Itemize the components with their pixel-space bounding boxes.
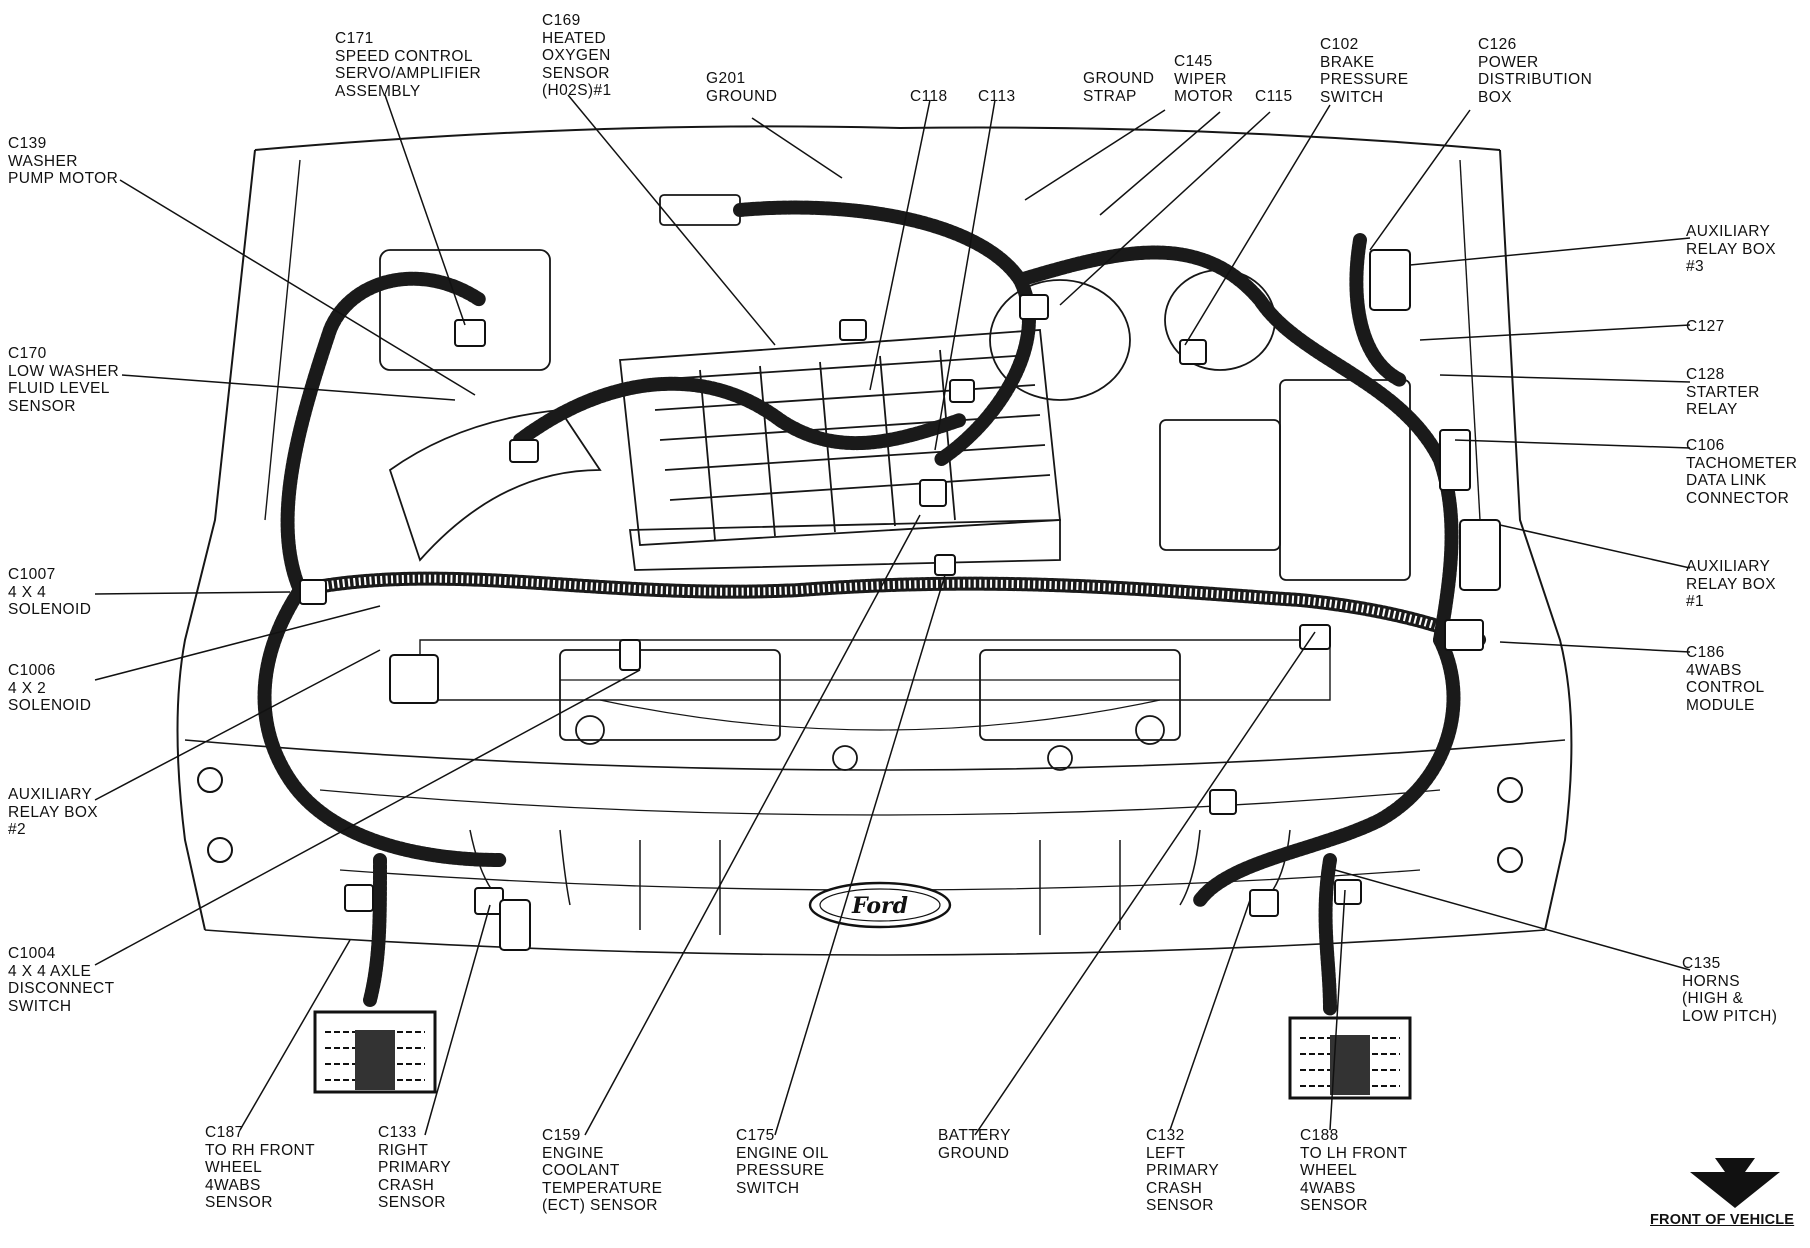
label-c113: C113 xyxy=(978,88,1016,105)
wiring-harness xyxy=(257,200,1487,1017)
label-c159: C159 ENGINE COOLANT TEMPERATURE (ECT) SE… xyxy=(542,1127,663,1214)
label-c1004: C1004 4 X 4 AXLE DISCONNECT SWITCH xyxy=(8,945,115,1015)
label-c135: C135 HORNS (HIGH & LOW PITCH) xyxy=(1682,955,1778,1025)
label-ground-strap: GROUND STRAP xyxy=(1083,70,1155,105)
label-c118: C118 xyxy=(910,88,948,105)
ford-badge-text: Ford xyxy=(851,893,908,919)
label-c127: C127 xyxy=(1686,318,1725,335)
fog-lamp-right xyxy=(313,1010,437,1094)
label-battery-ground: BATTERY GROUND xyxy=(938,1127,1011,1162)
label-c115: C115 xyxy=(1255,88,1293,105)
ford-badge: Ford xyxy=(808,881,952,929)
label-c175: C175 ENGINE OIL PRESSURE SWITCH xyxy=(736,1127,829,1197)
label-c170: C170 LOW WASHER FLUID LEVEL SENSOR xyxy=(8,345,120,415)
label-aux-relay-box-3: AUXILIARY RELAY BOX #3 xyxy=(1686,223,1777,275)
label-c106: C106 TACHOMETER DATA LINK CONNECTOR xyxy=(1686,437,1798,507)
label-c1006: C1006 4 X 2 SOLENOID xyxy=(8,662,92,714)
leader-lines xyxy=(94,94,1691,1136)
label-c186: C186 4WABS CONTROL MODULE xyxy=(1686,644,1765,714)
components xyxy=(197,249,1523,951)
label-c187: C187 TO RH FRONT WHEEL 4WABS SENSOR xyxy=(205,1124,316,1211)
label-c169: C169 HEATED OXYGEN SENSOR (H02S)#1 xyxy=(542,12,612,99)
label-c132: C132 LEFT PRIMARY CRASH SENSOR xyxy=(1146,1127,1220,1214)
label-aux-relay-box-1: AUXILIARY RELAY BOX #1 xyxy=(1686,558,1777,610)
front-of-vehicle-label: FRONT OF VEHICLE xyxy=(1650,1212,1795,1228)
label-c1007: C1007 4 X 4 SOLENOID xyxy=(8,566,92,618)
label-c102: C102 BRAKE PRESSURE SWITCH xyxy=(1320,36,1409,106)
fog-lamp-left xyxy=(1288,1016,1412,1100)
label-c171: C171 SPEED CONTROL SERVO/AMPLIFIER ASSEM… xyxy=(335,30,482,100)
label-c126: C126 POWER DISTRIBUTION BOX xyxy=(1478,36,1593,106)
engine-intake-manifold xyxy=(379,194,1411,771)
label-c188: C188 TO LH FRONT WHEEL 4WABS SENSOR xyxy=(1300,1127,1408,1214)
label-aux-relay-box-2: AUXILIARY RELAY BOX #2 xyxy=(8,786,99,838)
label-g201: G201 GROUND xyxy=(706,70,778,105)
label-c128: C128 STARTER RELAY xyxy=(1686,366,1760,418)
front-of-vehicle-arrow-icon xyxy=(1690,1158,1780,1208)
label-c145: C145 WIPER MOTOR xyxy=(1174,53,1234,105)
label-c139: C139 WASHER PUMP MOTOR xyxy=(8,135,119,187)
label-c133: C133 RIGHT PRIMARY CRASH SENSOR xyxy=(378,1124,452,1211)
